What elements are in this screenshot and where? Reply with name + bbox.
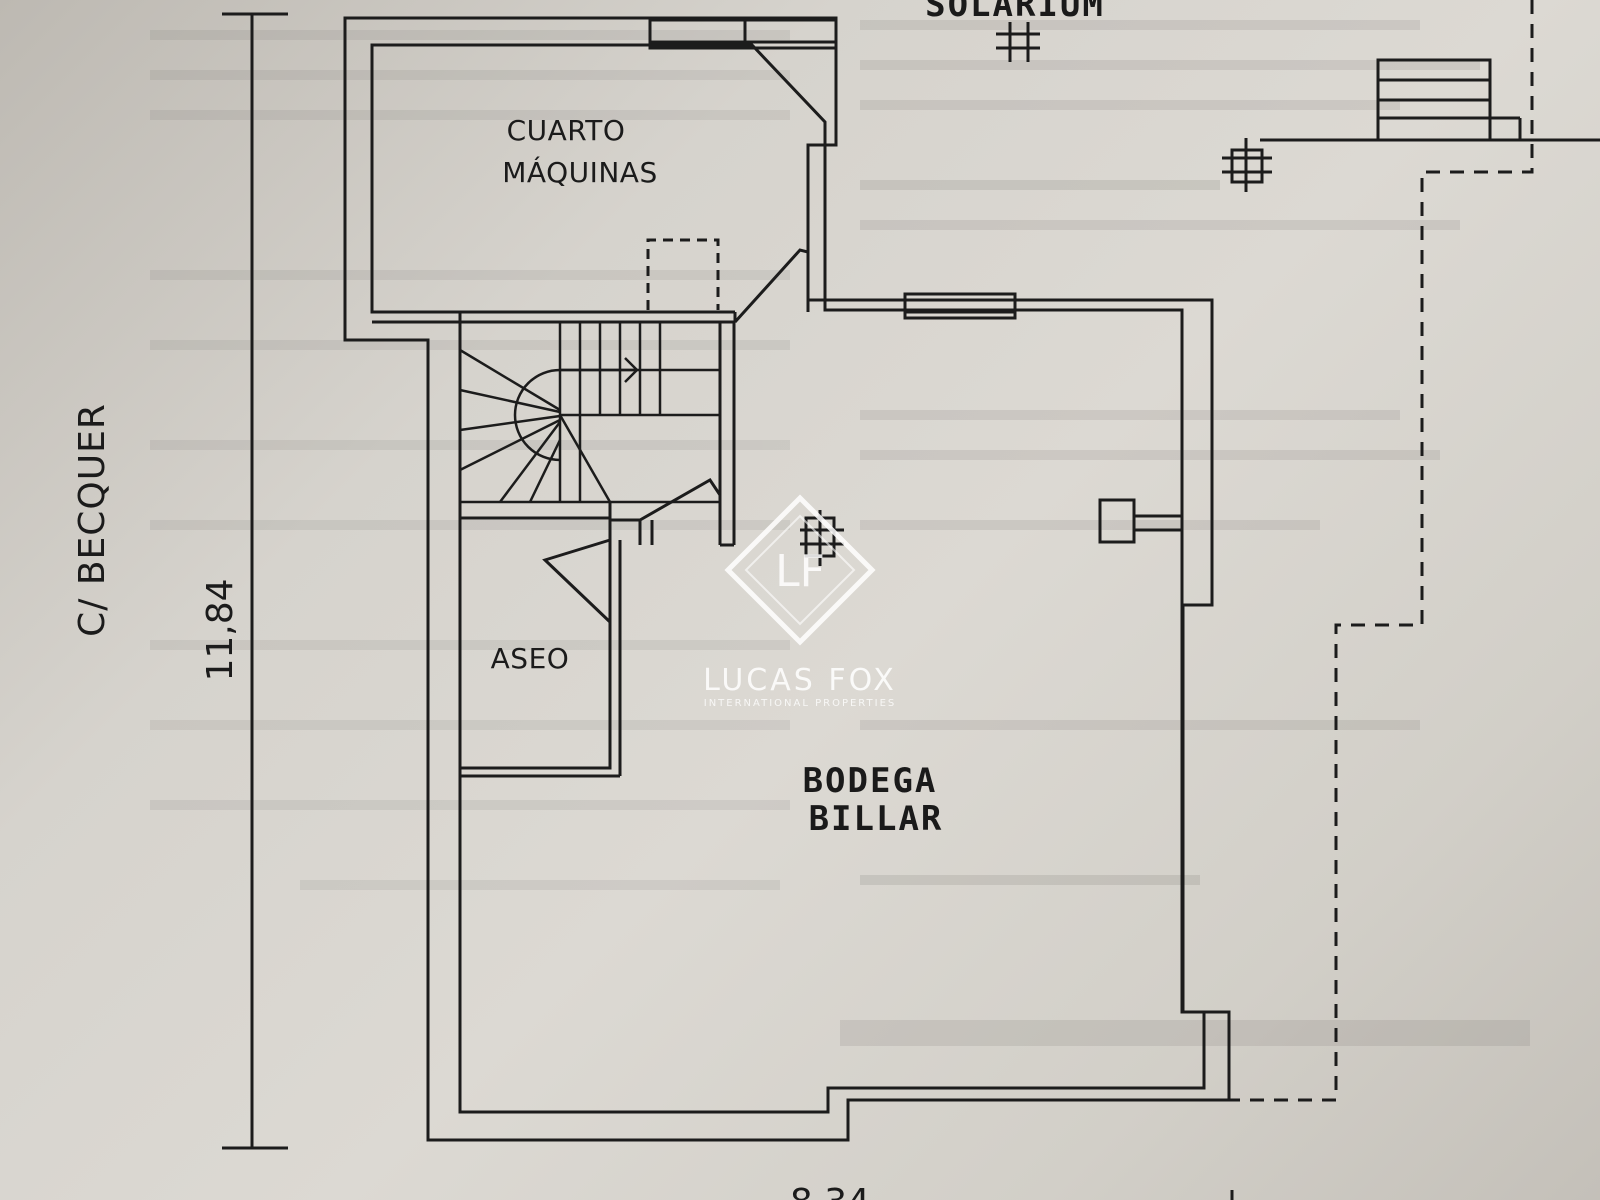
toilet-walls (458, 516, 622, 778)
solarium-label: SOLÁRIUM (925, 0, 1105, 25)
dashed-boundary (1229, 0, 1534, 1102)
street-label: C/ BECQUER (72, 403, 113, 637)
stair-wall (608, 322, 736, 547)
watermark-tagline: INTERNATIONAL PROPERTIES (704, 698, 897, 709)
watermark: LF LUCAS FOX INTERNATIONAL PROPERTIES (703, 494, 897, 709)
watermark-logo-icon: LF (724, 494, 876, 646)
vent-symbol-2 (1098, 498, 1182, 544)
watermark-name: LUCAS FOX (703, 663, 897, 698)
dimension-bottom-label: 8,34 (790, 1182, 870, 1200)
bleed-through-text (150, 20, 1530, 1046)
machine-room-label-line2: MÁQUINAS (502, 155, 657, 189)
neighbour-outline (1260, 58, 1600, 142)
vertical-dimension (222, 12, 288, 1150)
machine-room-wall (372, 248, 810, 324)
vent-symbol-3 (1222, 138, 1272, 192)
dimension-vertical-label: 11,84 (200, 578, 241, 681)
cellar-label-line1: BODEGA (803, 761, 938, 801)
toilet-label: ASEO (491, 642, 570, 675)
watermark-logo-letter: LF (775, 546, 825, 597)
top-window (648, 18, 838, 50)
cellar-window (903, 292, 1017, 320)
solarium-mark (996, 22, 1040, 62)
cellar-label-line2: BILLAR (809, 799, 944, 839)
machine-room-label-line1: CUARTO (507, 114, 626, 147)
staircase (458, 320, 722, 504)
chimney-dashed (646, 238, 720, 310)
